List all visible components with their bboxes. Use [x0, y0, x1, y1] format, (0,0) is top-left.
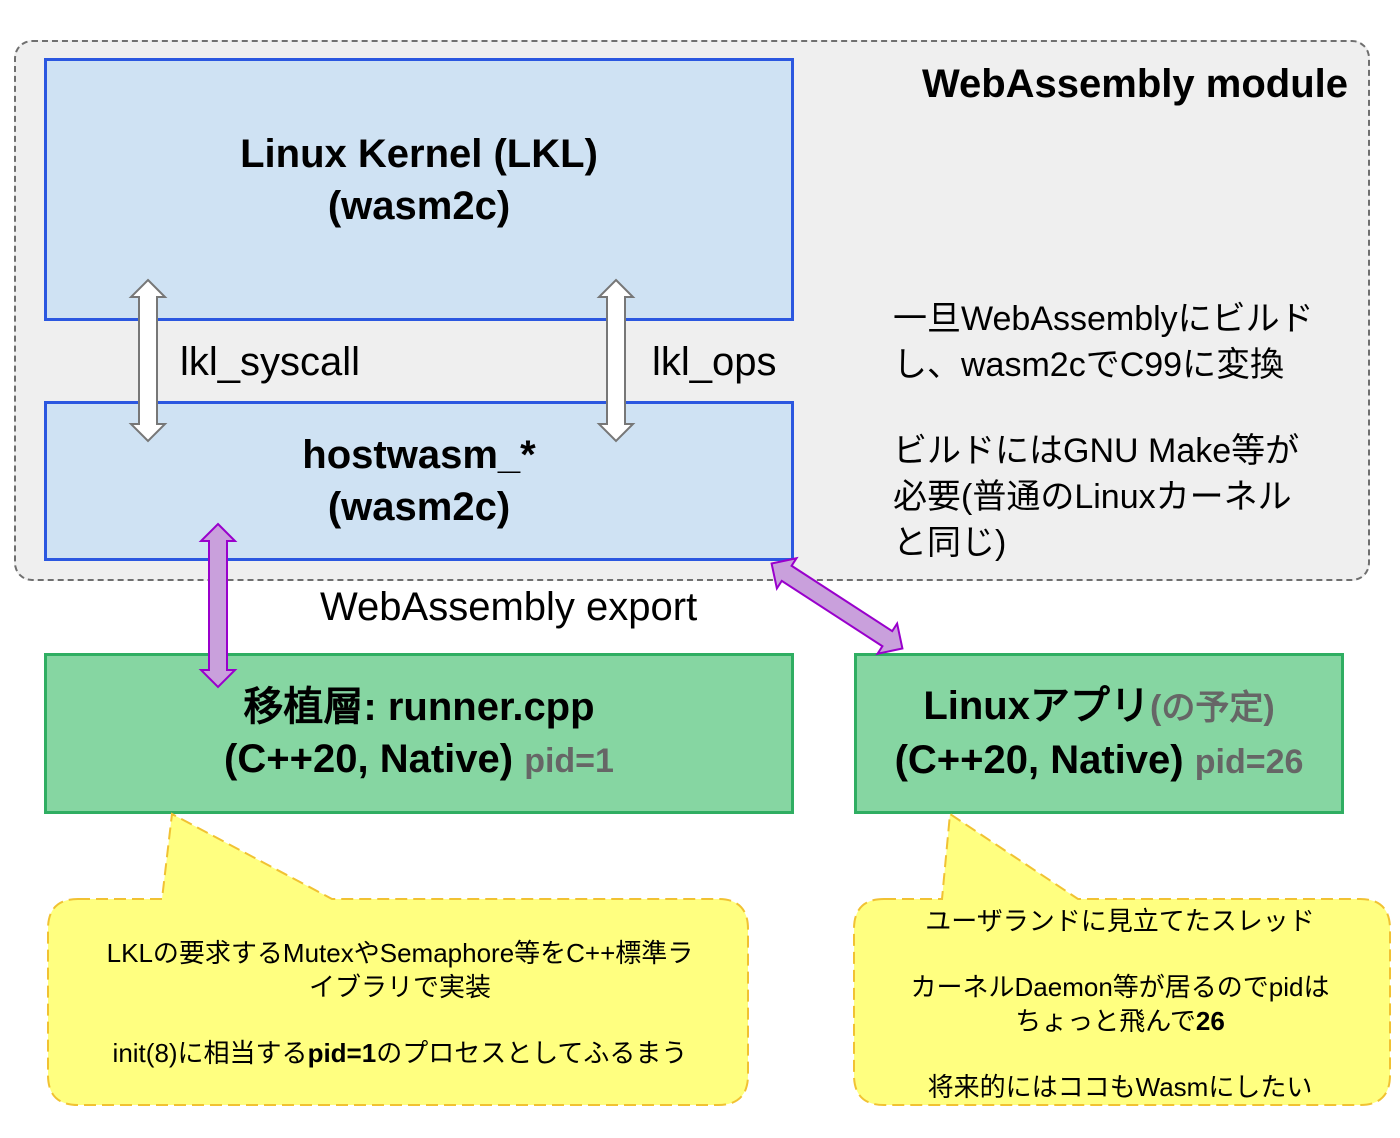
- linux-app-box: Linuxアプリ(の予定) (C++20, Native) pid=26: [854, 653, 1344, 814]
- build-note-line-1: 一旦WebAssemblyにビルド: [893, 300, 1314, 338]
- runner-callout-pid: pid=1: [307, 1038, 377, 1068]
- runner-subtitle: (C++20, Native) pid=1: [224, 733, 614, 787]
- app-title-planned: (の予定): [1150, 688, 1275, 727]
- hostwasm-title: hostwasm_*: [302, 433, 536, 477]
- lkl-ops-label: lkl_ops: [652, 340, 777, 384]
- runner-runtime: (C++20, Native): [224, 736, 514, 781]
- kernel-subtitle: (wasm2c): [327, 183, 511, 228]
- hostwasm-box: hostwasm_* (wasm2c): [44, 401, 794, 561]
- runner-callout-line-1: LKLの要求するMutexやSemaphore等をC++標準ラ: [106, 938, 694, 968]
- runner-title: 移植層: runner.cpp: [243, 684, 595, 729]
- runner-callout-line-3: init(8)に相当するpid=1のプロセスとしてふるまう: [70, 1036, 730, 1070]
- make-note: ビルドにはGNU Make等が 必要(普通のLinuxカーネル と同じ): [893, 428, 1363, 566]
- lkl-syscall-label: lkl_syscall: [180, 340, 361, 384]
- app-callout-line-3-pre: ちょっと飛んで: [1015, 1006, 1196, 1036]
- lkl-ops-arrow: [596, 278, 636, 443]
- app-title: Linuxアプリ(の予定): [923, 680, 1274, 734]
- kernel-title: Linux Kernel (LKL): [240, 131, 598, 176]
- runner-pid: pid=1: [524, 741, 614, 780]
- app-callout-line-3: ちょっと飛んで26: [870, 1004, 1370, 1038]
- export-arrow-runner: [198, 522, 238, 689]
- app-subtitle: (C++20, Native) pid=26: [895, 734, 1304, 788]
- make-note-line-2: 必要(普通のLinuxカーネル: [893, 478, 1292, 516]
- module-title: WebAssembly module: [921, 62, 1348, 106]
- app-runtime: (C++20, Native): [894, 737, 1184, 782]
- app-callout-line-2: カーネルDaemon等が居るのでpidは: [910, 972, 1330, 1002]
- runner-callout-line-3-post: のプロセスとしてふるまう: [376, 1038, 688, 1068]
- app-callout-line-1: ユーザランドに見立てたスレッド: [925, 906, 1315, 936]
- linux-kernel-box: Linux Kernel (LKL) (wasm2c): [44, 58, 794, 321]
- runner-callout-bubble: [47, 812, 749, 1106]
- app-callout-text: ユーザランドに見立てたスレッド カーネルDaemon等が居るのでpidは ちょっ…: [870, 904, 1370, 1104]
- build-note: 一旦WebAssemblyにビルド し、wasm2cでC99に変換: [893, 296, 1363, 388]
- runner-callout-text: LKLの要求するMutexやSemaphore等をC++標準ラ イブラリで実装 …: [70, 936, 730, 1070]
- app-callout-line-4: 将来的にはココもWasmにしたい: [927, 1072, 1313, 1102]
- webassembly-export-label: WebAssembly export: [320, 585, 698, 629]
- runner-box: 移植層: runner.cpp (C++20, Native) pid=1: [44, 653, 794, 814]
- runner-callout-line-3-pre: init(8)に相当する: [112, 1038, 308, 1068]
- export-arrow-app: [770, 556, 904, 656]
- lkl-syscall-arrow: [128, 278, 168, 443]
- app-callout-pid: 26: [1195, 1006, 1225, 1036]
- make-note-line-1: ビルドにはGNU Make等が: [893, 432, 1300, 470]
- app-pid: pid=26: [1194, 742, 1304, 781]
- app-title-main: Linuxアプリ: [923, 683, 1150, 728]
- hostwasm-subtitle: (wasm2c): [327, 485, 511, 529]
- make-note-line-3: と同じ): [893, 524, 1007, 562]
- app-callout-bubble: [853, 812, 1391, 1106]
- build-note-line-2: し、wasm2cでC99に変換: [893, 346, 1285, 384]
- runner-callout-line-2: イブラリで実装: [308, 972, 491, 1002]
